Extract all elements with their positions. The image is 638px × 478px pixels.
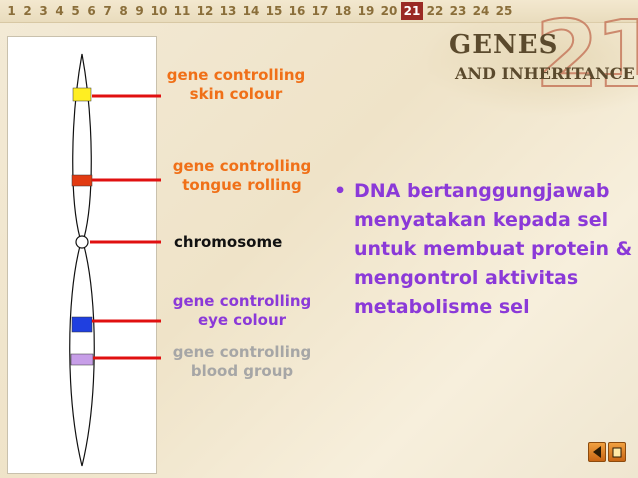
home-button[interactable] [608,442,626,462]
label-blood-line1: gene controlling [172,343,312,361]
chapter-number-8[interactable]: 8 [119,4,128,18]
label-blood-line2: blood group [190,362,294,380]
chapter-number-13[interactable]: 13 [219,4,237,18]
label-eye-line2: eye colour [197,311,287,329]
chapter-number-11[interactable]: 11 [173,4,191,18]
chapter-number-3[interactable]: 3 [39,4,48,18]
chromosome-upper-arm [72,53,92,239]
chapter-number-4[interactable]: 4 [55,4,64,18]
label-tongue-line2: tongue rolling [182,176,302,194]
tongue-gene-band [71,174,93,187]
label-skin-line2: skin colour [189,85,283,103]
chapter-number-22[interactable]: 22 [426,4,444,18]
chapter-number-12[interactable]: 12 [196,4,214,18]
chapter-number-23[interactable]: 23 [449,4,467,18]
chapter-number-21[interactable]: 21 [401,2,423,20]
bullet-symbol: • [334,180,347,202]
header-title-genes: GENES [449,30,559,60]
chapter-number-1[interactable]: 1 [7,4,16,18]
label-eye-colour: gene controlling eye colour [164,292,320,330]
back-arrow-icon [593,446,601,458]
chapter-number-18[interactable]: 18 [334,4,352,18]
chapter-number-2[interactable]: 2 [23,4,32,18]
label-eye-line1: gene controlling [172,292,312,310]
label-skin-line1: gene controlling [166,66,306,84]
label-tongue-line1: gene controlling [172,157,312,175]
chapter-number-6[interactable]: 6 [87,4,96,18]
label-chromosome: chromosome [174,233,283,251]
chapter-number-19[interactable]: 19 [357,4,375,18]
bullet-text: DNA bertanggungjawab menyatakan kepada s… [354,180,633,318]
chapter-number-15[interactable]: 15 [265,4,283,18]
home-icon [612,447,622,458]
back-button[interactable] [588,442,606,462]
header-background [420,22,638,117]
chapter-number-7[interactable]: 7 [103,4,112,18]
chapter-number-25[interactable]: 25 [495,4,513,18]
header-title-inheritance: AND INHERITANCE [455,64,635,83]
label-blood-group: gene controlling blood group [164,343,320,381]
label-skin-colour: gene controlling skin colour [162,66,310,104]
blood-gene-band [70,353,94,366]
skin-gene-band [72,87,92,102]
centromere [75,235,89,249]
chapter-number-5[interactable]: 5 [71,4,80,18]
chapter-number-20[interactable]: 20 [380,4,398,18]
chapter-number: 21 [534,0,638,109]
chapter-number-9[interactable]: 9 [135,4,144,18]
eye-gene-band [71,316,93,333]
chapter-number-17[interactable]: 17 [311,4,329,18]
chapter-number-24[interactable]: 24 [472,4,490,18]
label-tongue-rolling: gene controlling tongue rolling [168,157,316,195]
chapter-number-10[interactable]: 10 [150,4,168,18]
chapter-number-16[interactable]: 16 [288,4,306,18]
chapter-number-14[interactable]: 14 [242,4,260,18]
